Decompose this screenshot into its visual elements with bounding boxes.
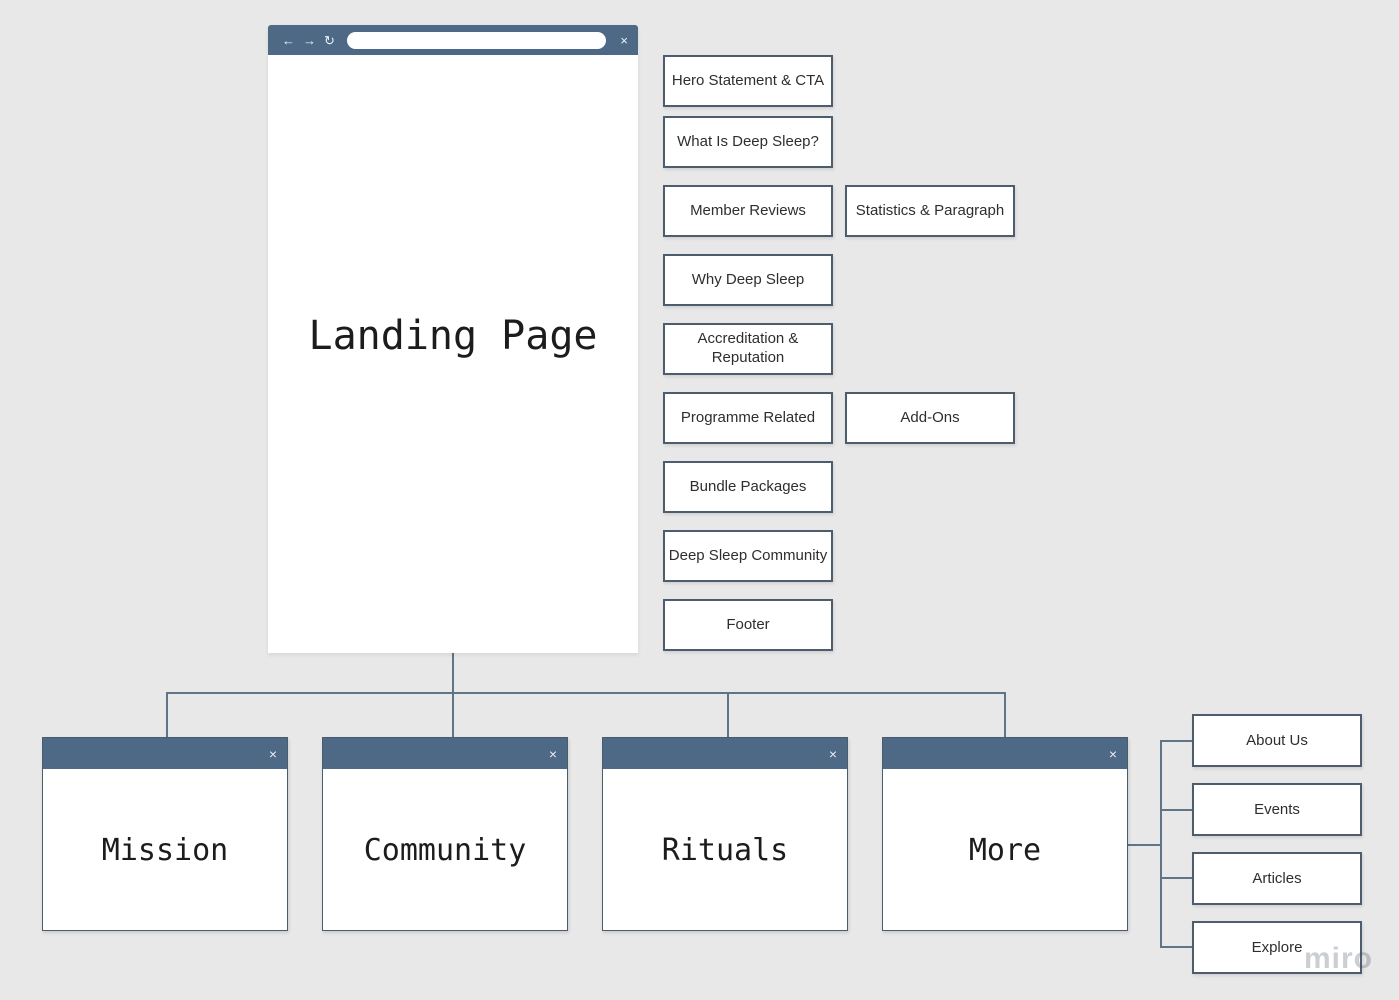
page-title-community: Community: [363, 832, 527, 868]
link-label: Articles: [1252, 870, 1302, 887]
section-box-hero[interactable]: Hero Statement & CTA: [663, 55, 833, 107]
close-icon[interactable]: ×: [548, 745, 557, 762]
url-bar[interactable]: [346, 31, 607, 49]
forward-icon[interactable]: →: [303, 32, 316, 48]
section-label: What Is Deep Sleep?: [677, 132, 819, 150]
link-label: Explore: [1251, 939, 1303, 956]
link-box-explore[interactable]: Explore: [1192, 921, 1362, 974]
link-box-articles[interactable]: Articles: [1192, 852, 1362, 905]
section-label: Add-Ons: [900, 408, 960, 426]
section-label: Deep Sleep Community: [668, 546, 828, 564]
link-box-about-us[interactable]: About Us: [1192, 714, 1362, 767]
section-label: Accreditation & Reputation: [697, 330, 799, 366]
close-icon[interactable]: ×: [268, 745, 277, 762]
link-label: About Us: [1246, 732, 1308, 749]
page-window-community[interactable]: × Community: [322, 737, 568, 931]
page-title-rituals: Rituals: [661, 832, 789, 868]
section-box-footer[interactable]: Footer: [663, 599, 833, 651]
section-label: Hero Statement & CTA: [671, 71, 825, 89]
landing-page-window[interactable]: ← → ↻ × Landing Page: [268, 25, 638, 653]
window-titlebar: ×: [603, 738, 847, 769]
connector-branch-explore: [1160, 946, 1194, 948]
section-box-programme[interactable]: Programme Related: [663, 392, 833, 444]
window-body: Rituals: [603, 769, 847, 931]
link-label: Events: [1254, 801, 1300, 818]
connector-drop-more: [1004, 692, 1006, 738]
connector-horizontal-main: [166, 692, 1006, 694]
connector-drop-mission: [166, 692, 168, 738]
page-window-mission[interactable]: × Mission: [42, 737, 288, 931]
close-icon[interactable]: ×: [828, 745, 837, 762]
refresh-icon[interactable]: ↻: [324, 32, 335, 48]
section-label: Why Deep Sleep: [691, 270, 805, 288]
window-body: More: [883, 769, 1127, 931]
section-box-reviews[interactable]: Member Reviews: [663, 185, 833, 237]
landing-page-title: Landing Page: [308, 312, 598, 359]
window-titlebar: ×: [883, 738, 1127, 769]
window-body: Mission: [43, 769, 287, 931]
connector-branch-events: [1160, 809, 1194, 811]
section-label: Programme Related: [680, 408, 816, 426]
connector-landing-trunk: [452, 653, 454, 738]
section-box-add-ons[interactable]: Add-Ons: [845, 392, 1015, 444]
back-icon[interactable]: ←: [282, 32, 295, 48]
link-box-events[interactable]: Events: [1192, 783, 1362, 836]
page-title-mission: Mission: [101, 832, 229, 868]
landing-page-body: Landing Page: [268, 55, 638, 653]
section-label: Footer: [726, 615, 770, 633]
connector-more-trunk: [1160, 740, 1162, 948]
section-box-bundles[interactable]: Bundle Packages: [663, 461, 833, 513]
window-titlebar: ×: [43, 738, 287, 769]
section-label: Bundle Packages: [689, 477, 807, 495]
miro-watermark: miro: [1303, 942, 1373, 975]
window-titlebar: ×: [323, 738, 567, 769]
close-icon[interactable]: ×: [620, 32, 628, 48]
page-window-more[interactable]: × More: [882, 737, 1128, 931]
window-body: Community: [323, 769, 567, 931]
section-box-statistics[interactable]: Statistics & Paragraph: [845, 185, 1015, 237]
connector-drop-rituals: [727, 692, 729, 738]
section-box-community[interactable]: Deep Sleep Community: [663, 530, 833, 582]
section-box-what-is[interactable]: What Is Deep Sleep?: [663, 116, 833, 168]
section-label: Statistics & Paragraph: [855, 201, 1005, 219]
section-box-accreditation[interactable]: Accreditation & Reputation: [663, 323, 833, 375]
page-title-more: More: [968, 832, 1042, 868]
section-label: Member Reviews: [690, 201, 806, 219]
close-icon[interactable]: ×: [1108, 745, 1117, 762]
connector-branch-articles: [1160, 877, 1194, 879]
connector-branch-about-us: [1160, 740, 1194, 742]
browser-chrome: ← → ↻ ×: [268, 25, 638, 55]
connector-more-out: [1128, 844, 1162, 846]
page-window-rituals[interactable]: × Rituals: [602, 737, 848, 931]
section-box-why[interactable]: Why Deep Sleep: [663, 254, 833, 306]
